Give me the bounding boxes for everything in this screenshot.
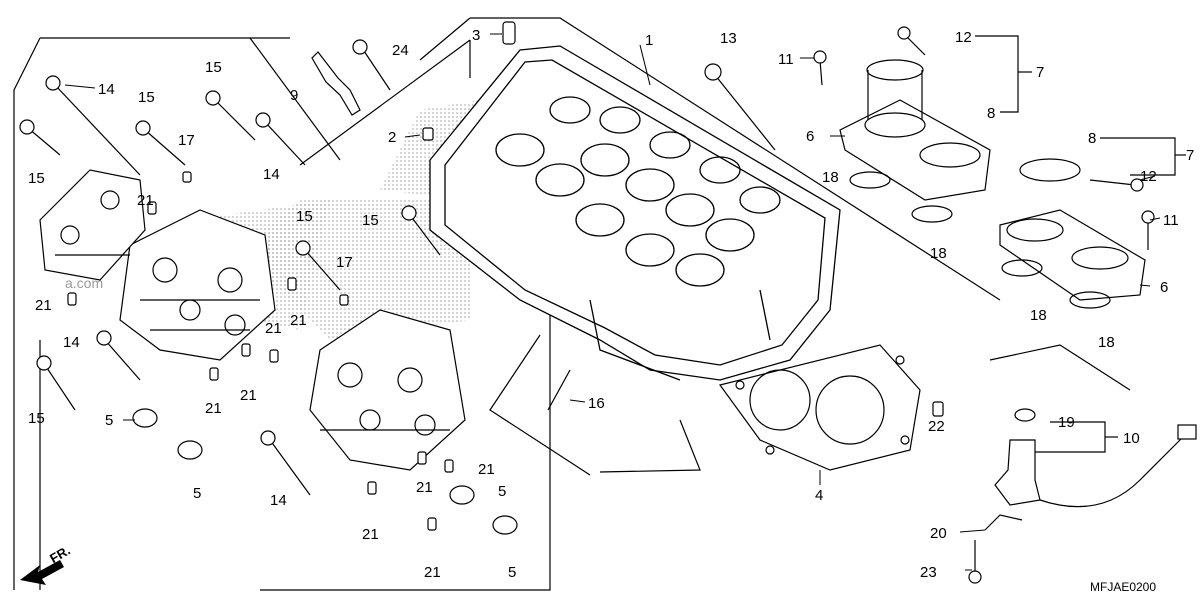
bolts: [19, 26, 1155, 584]
callout-24: 24: [392, 42, 409, 59]
callout-14-d: 14: [270, 492, 287, 509]
callout-15-f: 15: [28, 410, 45, 427]
callout-23: 23: [920, 564, 937, 581]
callout-6-b: 6: [1160, 279, 1168, 296]
callout-12-b: 12: [1140, 168, 1157, 185]
cam-holder-left: [119, 209, 276, 361]
callout-15-b: 15: [138, 89, 155, 106]
callout-3: 3: [472, 27, 480, 44]
insulator-upper: [839, 59, 991, 201]
callout-9: 9: [290, 87, 298, 104]
cam-sensor: [984, 424, 1197, 531]
frame-lines: [13, 17, 1186, 591]
part-code: MFJAE0200: [1090, 580, 1156, 594]
callout-8-b: 8: [1088, 130, 1096, 147]
callout-21-c: 21: [265, 320, 282, 337]
callout-21-i: 21: [362, 526, 379, 543]
callout-5-d: 5: [508, 564, 516, 581]
cylinder-head: [429, 45, 841, 381]
o-ring-gaskets: [132, 171, 1111, 535]
callout-17-b: 17: [336, 254, 353, 271]
front-arrow-icon: [20, 560, 64, 585]
callout-22: 22: [928, 418, 945, 435]
callout-21-h: 21: [416, 479, 433, 496]
callout-19: 19: [1058, 414, 1075, 431]
callout-15-e: 15: [362, 212, 379, 229]
callout-18-a: 18: [822, 169, 839, 186]
callout-18-c: 18: [1030, 307, 1047, 324]
callout-21-a: 21: [137, 192, 154, 209]
callout-2: 2: [388, 129, 396, 146]
callout-5-b: 5: [193, 485, 201, 502]
callout-16: 16: [588, 395, 605, 412]
spark-plug: [311, 51, 361, 116]
callout-5-c: 5: [498, 483, 506, 500]
callout-14-b: 14: [263, 166, 280, 183]
callout-15-d: 15: [296, 208, 313, 225]
insulator-lower: [999, 158, 1146, 301]
cam-holder-small: [39, 169, 146, 281]
callout-5-a: 5: [105, 412, 113, 429]
callout-13: 13: [720, 30, 737, 47]
front-marker-label: FR.: [47, 543, 73, 566]
callout-labels: 1 2 3 4 5 5 5 5 6 6 7 7 8 8 9 10 11 11 1…: [28, 27, 1194, 581]
callout-15-c: 15: [28, 170, 45, 187]
callout-21-f: 21: [205, 400, 222, 417]
callout-17-a: 17: [178, 132, 195, 149]
callout-14-c: 14: [63, 334, 80, 351]
callout-20: 20: [930, 525, 947, 542]
callout-6-a: 6: [806, 128, 814, 145]
leader-lines: [64, 33, 1161, 571]
callout-4: 4: [815, 487, 823, 504]
cam-holder-center: [309, 309, 466, 471]
callout-14-a: 14: [98, 81, 115, 98]
callout-7-b: 7: [1186, 147, 1194, 164]
callout-10: 10: [1123, 430, 1140, 447]
callout-18-b: 18: [930, 245, 947, 262]
callout-21-e: 21: [240, 387, 257, 404]
callout-11-b: 11: [1163, 212, 1179, 229]
head-gasket: [718, 344, 921, 471]
callout-7-a: 7: [1036, 64, 1044, 81]
callout-11-a: 11: [778, 51, 794, 68]
callout-21-b: 21: [35, 297, 52, 314]
callout-21-g: 21: [478, 461, 495, 478]
callout-8-a: 8: [987, 105, 995, 122]
watermark-text: a.com: [65, 275, 103, 291]
callout-21-d: 21: [290, 312, 307, 329]
callout-12-a: 12: [955, 29, 972, 46]
callout-21-j: 21: [424, 564, 441, 581]
callout-18-d: 18: [1098, 334, 1115, 351]
callout-1: 1: [645, 32, 653, 49]
callout-15-a: 15: [205, 59, 222, 76]
dowel-pins: [67, 21, 944, 531]
